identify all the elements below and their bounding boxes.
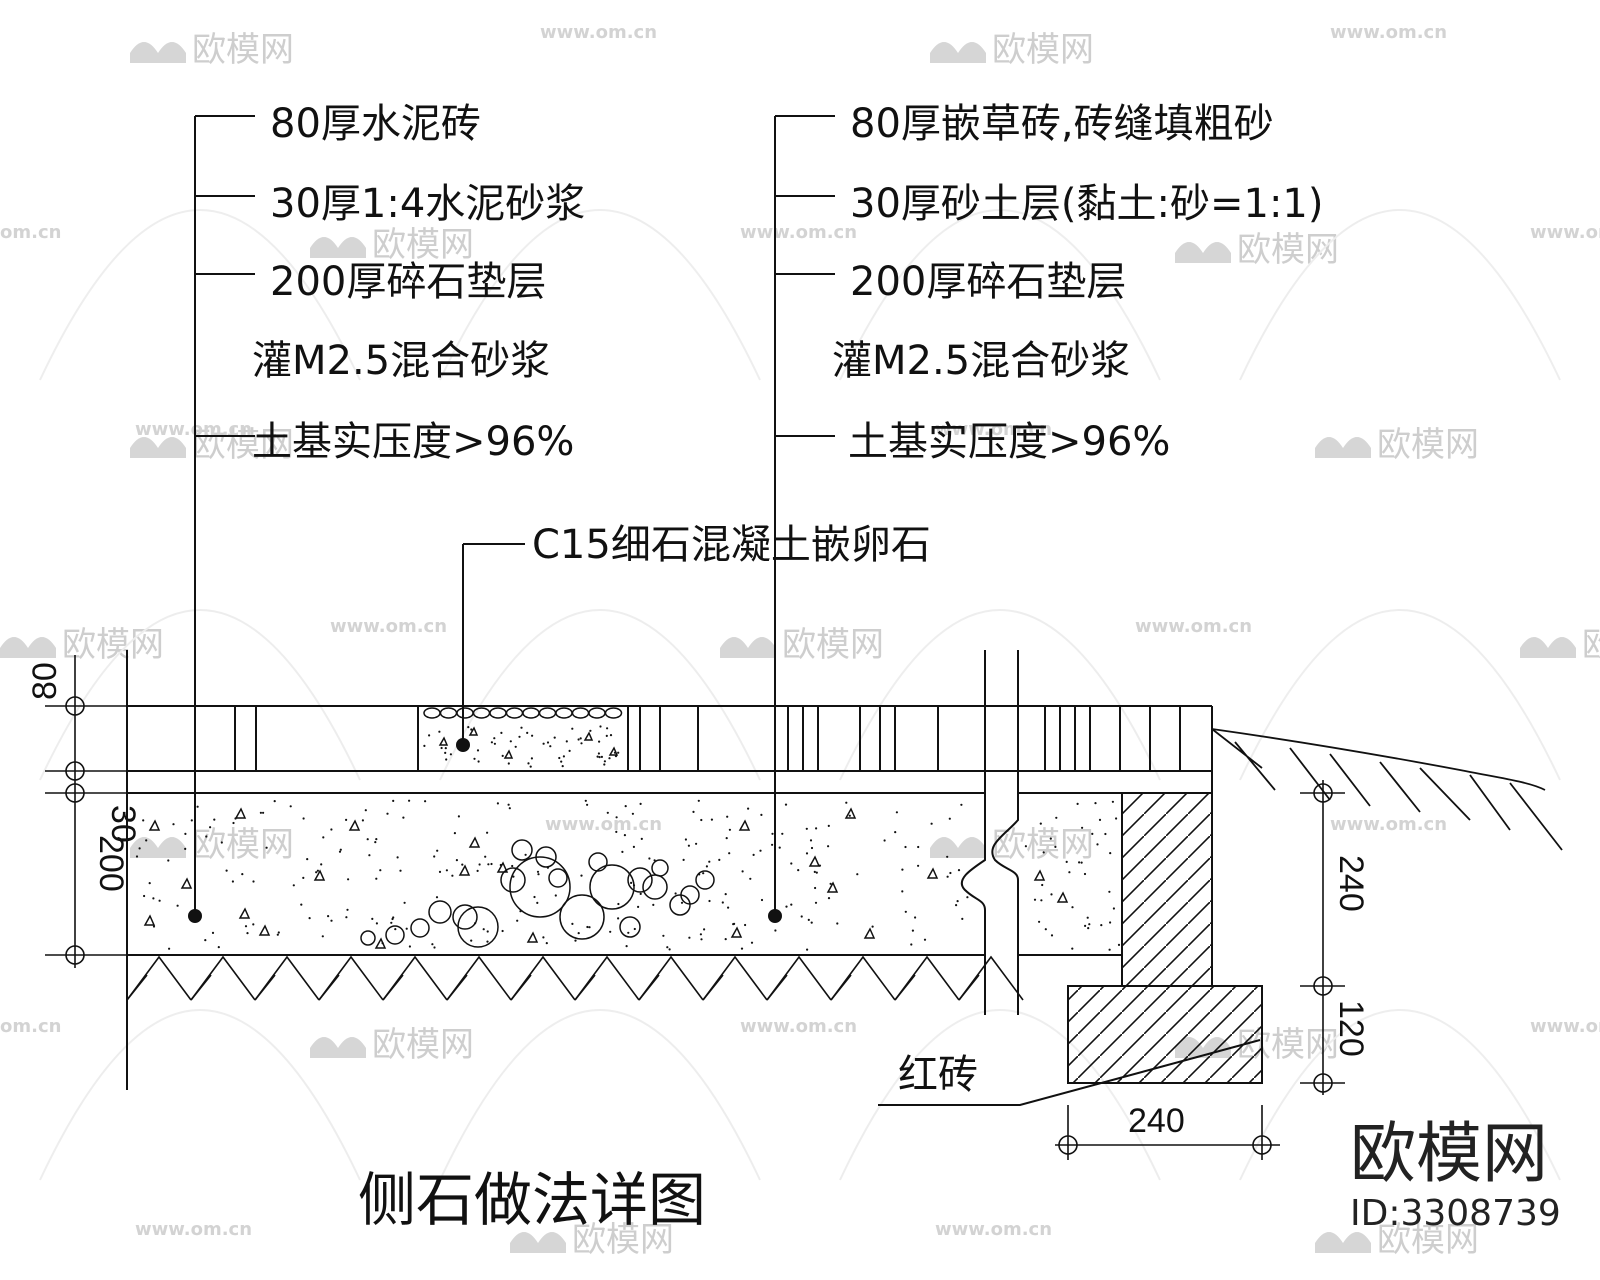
svg-text:欧模网: 欧模网 xyxy=(992,825,1094,865)
right-label-sand-soil: 30厚砂土层(黏土:砂=1:1) xyxy=(850,181,1323,227)
svg-text:欧模网: 欧模网 xyxy=(1582,625,1600,665)
dim-240-vertical: 240 xyxy=(1332,855,1370,912)
watermark-url: www.om.cn xyxy=(935,419,1052,440)
svg-text:欧模网: 欧模网 xyxy=(192,425,294,465)
right-callout: 80厚嵌草砖,砖缝填粗砂 30厚砂土层(黏土:砂=1:1) 200厚碎石垫层 灌… xyxy=(832,101,1323,465)
brick-hatch xyxy=(1069,794,1261,1082)
gravel-base-texture xyxy=(135,799,1121,951)
left-label-gravel: 200厚碎石垫层 xyxy=(270,259,546,305)
watermark-url: www.om.cn xyxy=(135,419,252,440)
watermark-logo: 欧模网 xyxy=(310,1025,474,1065)
watermark-logo: 欧模网 xyxy=(1315,1220,1479,1260)
watermark-url: om.cn xyxy=(0,222,61,243)
watermark-url: www.om.cn xyxy=(330,616,447,637)
watermark-logo: 欧模网 xyxy=(0,625,164,665)
svg-text:欧模网: 欧模网 xyxy=(372,1025,474,1065)
watermark-layer: 欧模网欧模网欧模网欧模网欧模网欧模网欧模网欧模网欧模网欧模网欧模网欧模网欧模网欧… xyxy=(0,22,1600,1260)
svg-text:欧模网: 欧模网 xyxy=(372,225,474,265)
watermark-url: www.om.cn xyxy=(740,1016,857,1037)
watermark-url: www.om.cn xyxy=(545,814,662,835)
concrete-cobble-block xyxy=(423,707,623,768)
ground-slope xyxy=(1211,728,1563,851)
brick-label: 红砖 xyxy=(898,1052,978,1098)
svg-text:欧模网: 欧模网 xyxy=(1377,1220,1479,1260)
dim-240-horizontal: 240 xyxy=(1128,1102,1185,1140)
leader-lines xyxy=(194,115,1261,1106)
left-callout: 80厚水泥砖 30厚1:4水泥砂浆 200厚碎石垫层 灌M2.5混合砂浆 土基实… xyxy=(252,101,585,465)
dim-30: 30 xyxy=(104,805,142,843)
right-label-gravel: 200厚碎石垫层 xyxy=(850,259,1126,305)
watermark-logo: 欧模网 xyxy=(310,225,474,265)
watermark-url: www.om.cn xyxy=(135,1219,252,1240)
right-label-compaction: 土基实压度>96% xyxy=(848,419,1170,465)
left-label-compaction: 土基实压度>96% xyxy=(252,419,574,465)
leader-dots xyxy=(188,738,782,923)
left-label-mortar: 30厚1:4水泥砂浆 xyxy=(270,181,585,227)
watermark-url: www.om.cn xyxy=(740,222,857,243)
left-label-grout: 灌M2.5混合砂浆 xyxy=(252,338,550,384)
svg-text:欧模网: 欧模网 xyxy=(782,625,884,665)
svg-text:欧模网: 欧模网 xyxy=(62,625,164,665)
watermark-url: www.om.cn xyxy=(540,22,657,43)
right-label-grass-paver: 80厚嵌草砖,砖缝填粗砂 xyxy=(850,101,1274,147)
center-label-concrete: C15细石混凝土嵌卵石 xyxy=(532,522,931,568)
section-linework xyxy=(126,650,1263,1090)
watermark-url: www.om.cn xyxy=(1135,616,1252,637)
dim-80: 80 xyxy=(26,662,64,700)
watermark-logo: 欧模网 xyxy=(130,30,294,70)
drawing-title: 侧石做法详图 xyxy=(358,1166,706,1234)
watermark-url: www.om.cn xyxy=(1530,222,1600,243)
svg-text:欧模网: 欧模网 xyxy=(1377,425,1479,465)
svg-text:欧模网: 欧模网 xyxy=(992,30,1094,70)
dim-120: 120 xyxy=(1332,1000,1370,1057)
brand-id: ID:3308739 xyxy=(1350,1193,1561,1234)
watermark-logo: 欧模网 xyxy=(1520,625,1600,665)
watermark-logo: 欧模网 xyxy=(930,30,1094,70)
watermark-url: om.cn xyxy=(0,1016,61,1037)
watermark-url: www.om.cn xyxy=(1330,22,1447,43)
svg-text:欧模网: 欧模网 xyxy=(192,30,294,70)
dimension-lines xyxy=(45,655,1345,1160)
svg-text:欧模网: 欧模网 xyxy=(572,1220,674,1260)
brand-name: 欧模网 xyxy=(1350,1115,1548,1192)
dim-200: 200 xyxy=(92,835,130,892)
watermark-logo: 欧模网 xyxy=(1175,230,1339,270)
watermark-url: www.om.cn xyxy=(1330,814,1447,835)
watermark-logo: 欧模网 xyxy=(510,1220,674,1260)
svg-text:欧模网: 欧模网 xyxy=(192,825,294,865)
watermark-url: www.om.cn xyxy=(935,1219,1052,1240)
subgrade-hatch xyxy=(126,955,1024,1001)
left-label-paver: 80厚水泥砖 xyxy=(270,101,481,147)
watermark-url: www.om.cn xyxy=(1530,1016,1600,1037)
watermark-logo: 欧模网 xyxy=(130,825,294,865)
right-label-grout: 灌M2.5混合砂浆 xyxy=(832,338,1130,384)
watermark-logo: 欧模网 xyxy=(130,425,294,465)
watermark-logo: 欧模网 xyxy=(1315,425,1479,465)
watermark-logo: 欧模网 xyxy=(720,625,884,665)
watermark-logo: 欧模网 xyxy=(930,825,1094,865)
